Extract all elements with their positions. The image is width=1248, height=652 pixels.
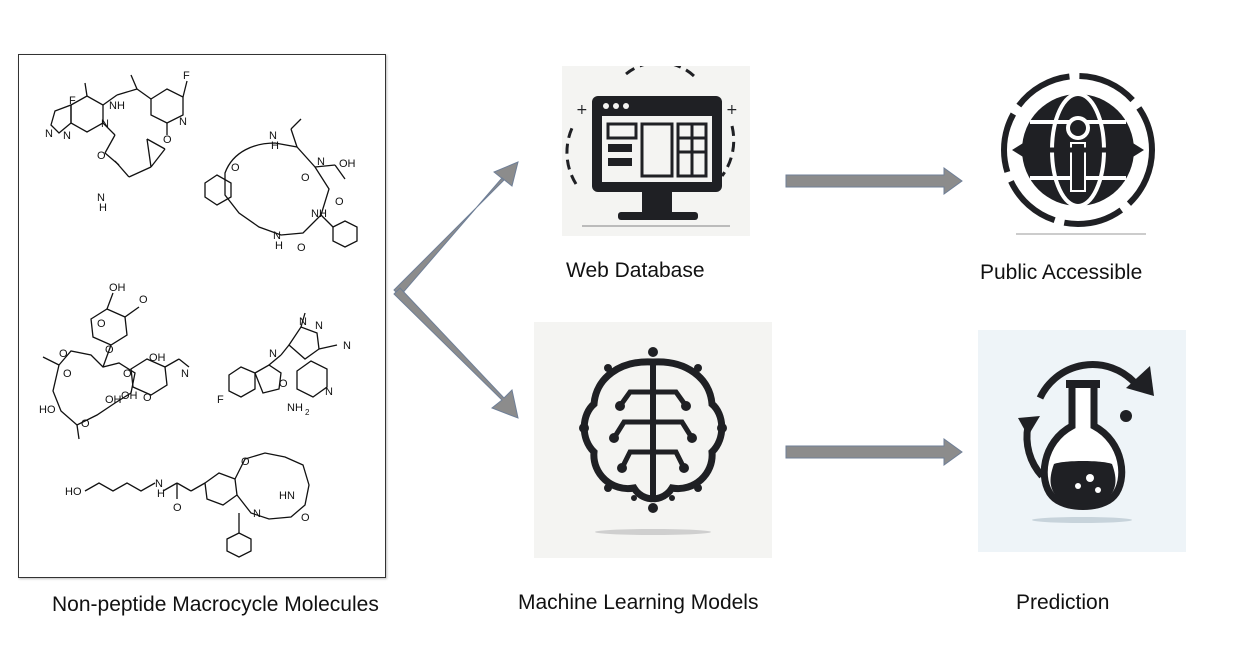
svg-text:OH: OH <box>121 390 138 402</box>
svg-text:H: H <box>275 240 283 252</box>
svg-text:N: N <box>45 128 53 140</box>
svg-text:N: N <box>299 316 307 328</box>
svg-text:O: O <box>139 294 148 306</box>
svg-text:+: + <box>576 102 588 118</box>
svg-text:N: N <box>101 118 109 130</box>
svg-text:F: F <box>217 394 224 406</box>
svg-text:O: O <box>173 502 182 514</box>
svg-text:O: O <box>279 378 288 390</box>
arrow-up <box>393 161 519 297</box>
branch-arrows <box>393 161 519 419</box>
svg-text:NH: NH <box>109 100 125 112</box>
svg-text:O: O <box>301 172 310 184</box>
svg-text:O: O <box>97 150 106 162</box>
web-database-label: Web Database <box>566 259 705 282</box>
svg-text:NH: NH <box>287 402 303 414</box>
svg-text:H: H <box>99 202 107 214</box>
web-database-panel: + + <box>562 66 750 236</box>
globe-person-icon <box>1001 73 1155 235</box>
svg-text:OH: OH <box>339 158 356 170</box>
svg-text:O: O <box>163 134 172 146</box>
molecule-1: F F NH O N N N N O N H <box>45 70 190 214</box>
molecule-3: OH O O O O O OH N O OH HO OH O O <box>39 282 190 440</box>
public-accessible-panel <box>986 64 1168 244</box>
arrow-to-prediction <box>785 438 963 466</box>
svg-text:O: O <box>63 368 72 380</box>
svg-text:N: N <box>317 156 325 168</box>
molecule-4: N N N N O F NH 2 N <box>217 312 351 417</box>
svg-text:2: 2 <box>305 408 310 417</box>
svg-text:O: O <box>301 512 310 524</box>
svg-text:O: O <box>241 456 250 468</box>
svg-text:O: O <box>335 196 344 208</box>
svg-text:+: + <box>726 102 738 118</box>
svg-text:O: O <box>105 344 114 356</box>
svg-text:O: O <box>231 162 240 174</box>
svg-text:N: N <box>155 478 163 490</box>
svg-text:F: F <box>183 70 190 82</box>
svg-text:O: O <box>143 392 152 404</box>
svg-text:HO: HO <box>65 486 82 498</box>
molecules-panel: F F NH O N N N N O N H O N H O N OH O <box>18 54 386 578</box>
molecule-5: HO N H O O HN N O <box>65 452 310 558</box>
svg-text:N: N <box>343 340 351 352</box>
svg-text:O: O <box>297 242 306 254</box>
svg-text:F: F <box>69 95 76 107</box>
svg-text:NH: NH <box>311 208 327 220</box>
prediction-panel <box>978 330 1186 552</box>
svg-text:H: H <box>271 140 279 152</box>
svg-text:N: N <box>325 386 333 398</box>
svg-text:OH: OH <box>105 394 122 406</box>
svg-text:N: N <box>97 192 105 204</box>
arrow-down <box>393 287 519 419</box>
ml-models-label: Machine Learning Models <box>518 591 759 614</box>
flask-cycle-icon <box>1018 361 1154 523</box>
svg-text:HO: HO <box>39 404 56 416</box>
svg-text:O: O <box>97 318 106 330</box>
ml-models-panel <box>534 322 772 558</box>
svg-text:N: N <box>253 508 261 520</box>
svg-text:N: N <box>181 368 189 380</box>
svg-text:HN: HN <box>279 490 295 502</box>
svg-text:OH: OH <box>149 352 166 364</box>
svg-text:H: H <box>157 488 165 500</box>
arrow-to-public <box>785 167 963 195</box>
brain-network-icon <box>579 347 727 535</box>
public-accessible-label: Public Accessible <box>980 261 1143 284</box>
svg-text:OH: OH <box>109 282 126 294</box>
molecule-structures: F F NH O N N N N O N H O N H O N OH O <box>39 70 358 558</box>
svg-text:N: N <box>269 130 277 142</box>
svg-text:N: N <box>63 130 71 142</box>
svg-text:N: N <box>315 320 323 332</box>
svg-text:O: O <box>123 368 132 380</box>
svg-text:N: N <box>273 230 281 242</box>
svg-text:N: N <box>179 116 187 128</box>
molecules-label: Non-peptide Macrocycle Molecules <box>52 593 379 616</box>
monitor-database-icon: + + <box>565 66 738 227</box>
svg-text:O: O <box>59 348 68 360</box>
molecule-2: O N H O N OH O NH N H O <box>204 118 358 254</box>
prediction-label: Prediction <box>1016 591 1110 614</box>
svg-text:O: O <box>81 418 90 430</box>
svg-text:N: N <box>269 348 277 360</box>
